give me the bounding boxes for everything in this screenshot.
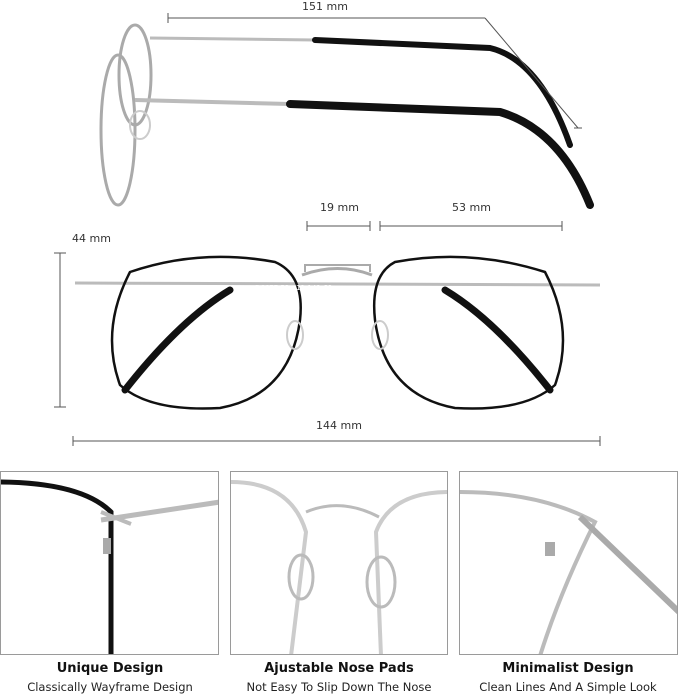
feature-title: Unique Design: [56, 661, 164, 676]
feature-subtitle: Classically Wayframe Design: [27, 680, 193, 694]
glasses-side-view: [99, 23, 594, 209]
feature-title: Minimalist Design: [502, 661, 634, 676]
feature-subtitle: Clean Lines And A Simple Look: [479, 680, 657, 694]
temple-length-dimension-line: [167, 13, 582, 129]
bridge-lens-dimension-lines: [54, 221, 601, 446]
feature-image-nose-pads: [230, 471, 448, 655]
feature-title: Ajustable Nose Pads: [264, 661, 414, 676]
feature-image-unique-design: [0, 471, 219, 655]
lens-width-label: 53 mm: [452, 201, 491, 214]
feature-caption-unique-design: Unique Design Classically Wayframe Desig…: [0, 661, 223, 694]
glasses-dimension-drawing: D6677 53□19-142 C2: [54, 13, 601, 446]
frame-imprint: D6677 53□19-142 C2: [255, 284, 332, 292]
feature-caption-nose-pads: Ajustable Nose Pads Not Easy To Slip Dow…: [226, 661, 452, 694]
temple-length-label: 151 mm: [302, 0, 348, 13]
feature-subtitle: Not Easy To Slip Down The Nose: [246, 680, 432, 694]
feature-image-minimalist: [459, 471, 678, 655]
feature-caption-minimalist: Minimalist Design Clean Lines And A Simp…: [455, 661, 679, 694]
bridge-width-label: 19 mm: [320, 201, 359, 214]
glasses-front-view: [74, 255, 601, 410]
frame-width-label: 144 mm: [316, 419, 362, 432]
lens-height-label: 44 mm: [72, 232, 111, 245]
